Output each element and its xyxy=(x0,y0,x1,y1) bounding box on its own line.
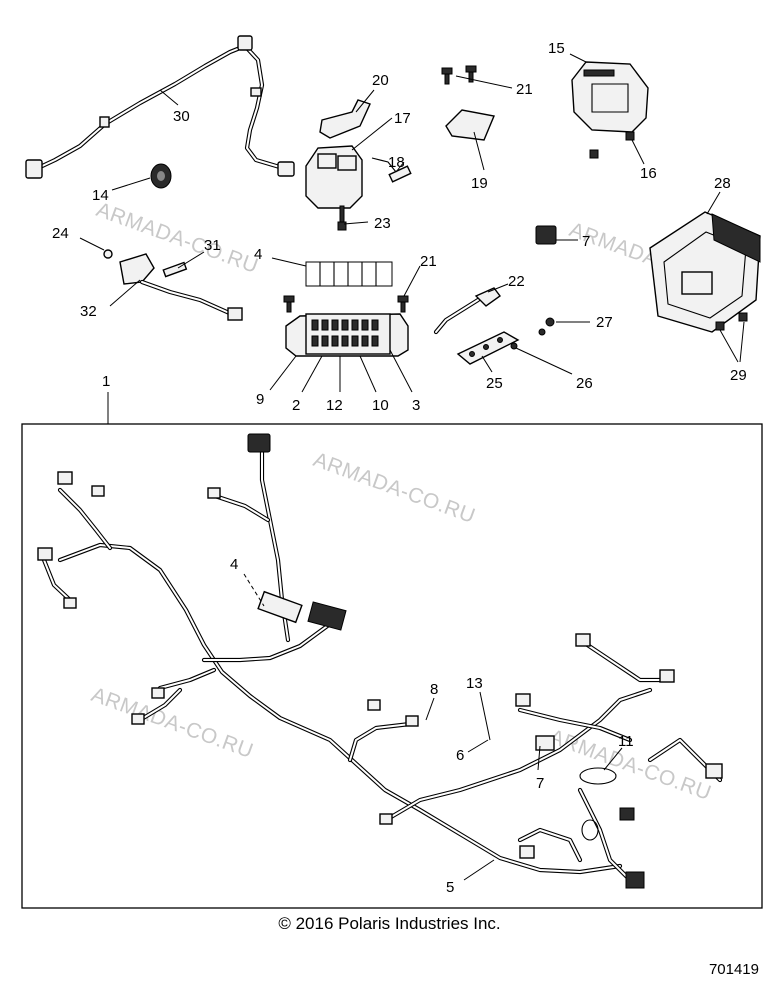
part-27-screws xyxy=(538,317,555,336)
part-21-bolts-mid xyxy=(283,295,409,313)
callout-18: 18 xyxy=(388,154,405,171)
part-23-clip xyxy=(337,221,347,231)
callout-28: 28 xyxy=(714,175,731,192)
callout-26: 26 xyxy=(576,375,593,392)
callout-8: 8 xyxy=(430,681,438,698)
callout-12: 12 xyxy=(326,397,343,414)
callout-24: 24 xyxy=(52,225,69,242)
part-19-plate xyxy=(445,109,495,141)
callout-15: 15 xyxy=(548,40,565,57)
callout-13: 13 xyxy=(466,675,483,692)
callout-4a: 4 xyxy=(254,246,262,263)
callout-5: 5 xyxy=(446,879,454,896)
copyright-text: © 2016 Polaris Industries Inc. xyxy=(278,914,501,933)
drawing-number: 701419 xyxy=(708,961,759,978)
part-18-sensor xyxy=(371,157,412,183)
callout-17: 17 xyxy=(394,110,411,127)
part-4-fuse-label xyxy=(305,261,393,287)
callout-4b: 4 xyxy=(230,556,238,573)
callout-7b: 7 xyxy=(536,775,544,792)
part-32-ground-harness xyxy=(119,253,243,321)
callout-6: 6 xyxy=(456,747,464,764)
leader-lines xyxy=(79,53,745,881)
callout-10: 10 xyxy=(372,397,389,414)
callout-1: 1 xyxy=(102,373,110,390)
callout-27: 27 xyxy=(596,314,613,331)
part-28-ecu xyxy=(649,211,761,333)
part-15-module xyxy=(571,61,649,133)
watermark-3: ARMADA-CO.RU xyxy=(310,448,478,528)
callout-7a: 7 xyxy=(582,233,590,250)
callout-22: 22 xyxy=(508,273,525,290)
callout-16: 16 xyxy=(640,165,657,182)
part-24-nut xyxy=(103,249,113,259)
callout-3: 3 xyxy=(412,397,420,414)
callout-23: 23 xyxy=(374,215,391,232)
part-25-bracket xyxy=(456,331,520,365)
callout-20: 20 xyxy=(372,72,389,89)
callout-19: 19 xyxy=(471,175,488,192)
callout-30: 30 xyxy=(173,108,190,125)
fuse-box-assembly xyxy=(285,313,409,357)
part-26-nut xyxy=(510,342,518,350)
callout-9: 9 xyxy=(256,391,264,408)
part-7-connector-top xyxy=(535,225,557,245)
part-17-relay xyxy=(305,145,363,231)
callouts: 30 20 21 15 17 18 14 19 16 28 23 24 31 4… xyxy=(52,40,747,896)
part-21-bolts-top xyxy=(441,65,477,85)
callout-21a: 21 xyxy=(516,81,533,98)
callout-32: 32 xyxy=(80,303,97,320)
callout-14: 14 xyxy=(92,187,109,204)
part-30-harness xyxy=(25,35,295,179)
callout-25: 25 xyxy=(486,375,503,392)
part-22-bracket-harness xyxy=(433,287,501,335)
main-harness-frame xyxy=(21,423,763,909)
callout-29: 29 xyxy=(730,367,747,384)
callout-31: 31 xyxy=(204,237,221,254)
part-14-grommet xyxy=(150,163,172,189)
part-20-bracket xyxy=(319,99,371,139)
part-16-screws xyxy=(589,131,635,159)
callout-11: 11 xyxy=(618,733,634,750)
callout-2: 2 xyxy=(292,397,300,414)
part-1-main-harness xyxy=(37,433,723,889)
callout-21b: 21 xyxy=(420,253,437,270)
